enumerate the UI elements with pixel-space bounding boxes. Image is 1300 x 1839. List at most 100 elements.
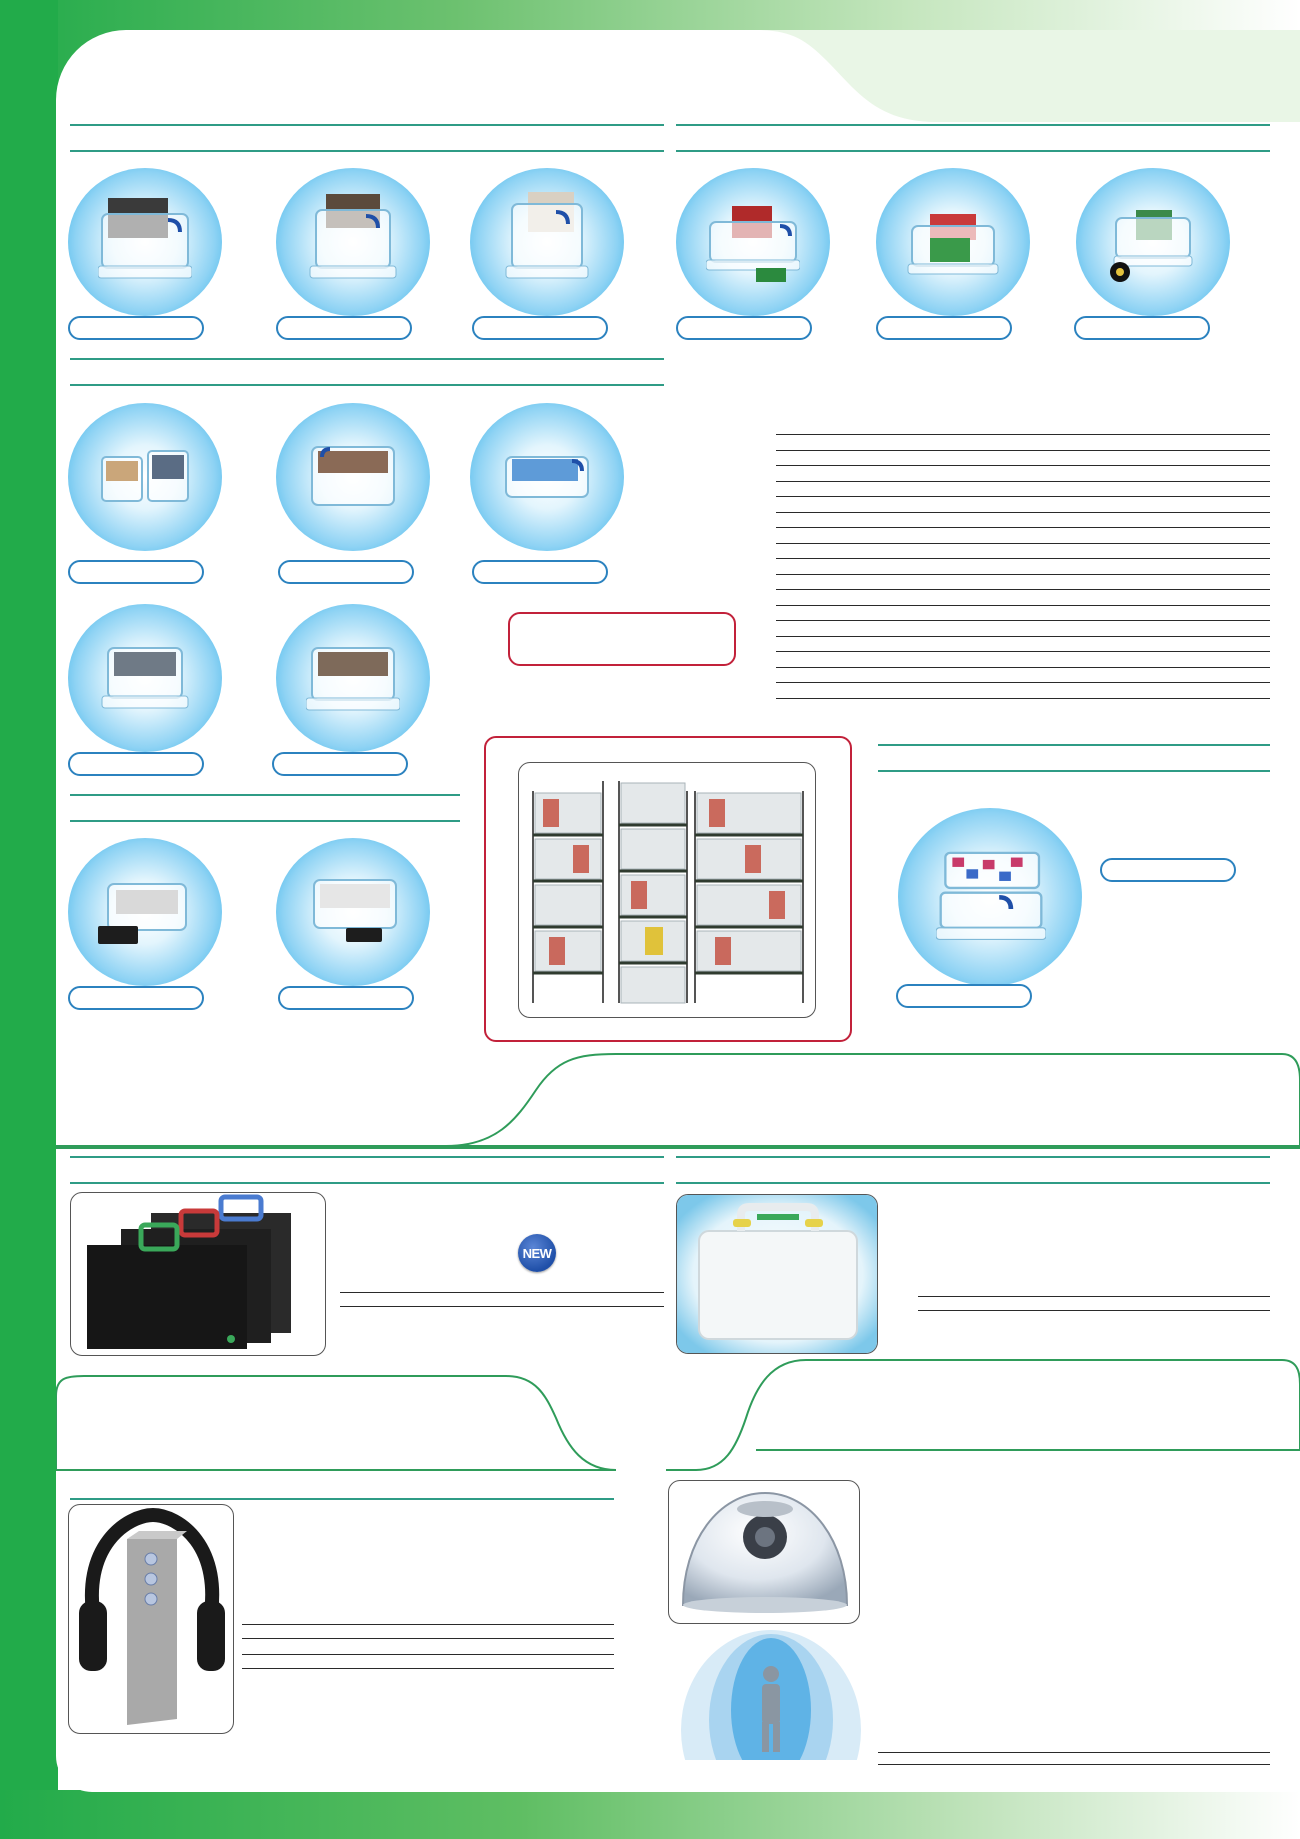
product-image-box (268, 596, 438, 756)
panel-shape (756, 30, 1300, 122)
product-code-pill (68, 316, 204, 340)
headphone-stand-icon (79, 1507, 225, 1725)
rule (70, 1498, 614, 1500)
rule (878, 770, 1270, 772)
spec-line (776, 465, 1270, 466)
spec-line (776, 543, 1270, 544)
storage-box-icon (98, 198, 192, 279)
storage-box-icon (101, 647, 189, 709)
shelving-unit-icon (532, 781, 804, 1004)
product-image-box (60, 395, 230, 555)
spec-line (340, 1292, 664, 1293)
storage-box-icon (306, 647, 400, 711)
section-banner-lower (56, 1359, 1300, 1471)
sound-dome-icon (681, 1491, 849, 1613)
product-image-box (268, 160, 438, 320)
rule (676, 150, 1270, 152)
carry-case-icon (677, 1195, 877, 1353)
footer-gradient-band (0, 1790, 1300, 1839)
feature-frame (484, 736, 852, 1042)
rule (676, 1182, 1270, 1184)
spec-line (776, 636, 1270, 637)
storage-box-icon (101, 450, 189, 502)
rule (70, 124, 664, 126)
spec-line (918, 1310, 1270, 1311)
spec-line (776, 605, 1270, 606)
section-banner (56, 1053, 1300, 1149)
callout-box (508, 612, 736, 666)
spec-line (242, 1624, 614, 1625)
product-code-pill (472, 560, 608, 584)
product-code-pill (676, 316, 812, 340)
spec-line (776, 481, 1270, 482)
product-image-box (268, 395, 438, 555)
rule (70, 384, 664, 386)
storage-box-icon (505, 192, 589, 279)
spec-line (878, 1752, 1270, 1753)
spec-line (776, 512, 1270, 513)
storage-box-icon (907, 214, 999, 275)
spec-line (776, 620, 1270, 621)
product-image-box (60, 160, 230, 320)
product-code-pill (272, 752, 408, 776)
spec-line (776, 496, 1270, 497)
rule (70, 794, 460, 796)
spec-line (776, 558, 1270, 559)
left-green-border (0, 0, 58, 1839)
headphone-stand-photo (68, 1504, 234, 1734)
spec-line (776, 682, 1270, 683)
storage-box-icon (98, 883, 187, 944)
product-code-pill (1100, 858, 1236, 882)
carry-case-icon (87, 1194, 291, 1349)
storage-box-icon (505, 456, 589, 498)
listener-diagram-icon (681, 1630, 861, 1760)
storage-box-icon (313, 879, 397, 942)
storage-box-icon (309, 194, 397, 279)
spec-line (776, 651, 1270, 652)
spec-line (776, 589, 1270, 590)
product-code-pill (278, 986, 414, 1010)
spec-line (776, 698, 1270, 699)
product-code-pill (472, 316, 608, 340)
product-code-pill (68, 560, 204, 584)
spec-line (776, 434, 1270, 435)
product-image-box (668, 160, 838, 320)
product-code-pill (68, 752, 204, 776)
spec-line (918, 1296, 1270, 1297)
rule (70, 150, 664, 152)
storage-box-icon (706, 206, 800, 282)
storage-box-icon (1110, 210, 1193, 282)
product-code-pill (876, 316, 1012, 340)
product-image-box (1068, 160, 1238, 320)
product-image-box (268, 830, 438, 990)
rule (70, 1182, 664, 1184)
spec-line (776, 527, 1270, 528)
product-code-pill (1074, 316, 1210, 340)
spec-line (340, 1306, 664, 1307)
rule (676, 1156, 1270, 1158)
product-code-pill (68, 986, 204, 1010)
spec-line (776, 667, 1270, 668)
product-image-box (462, 160, 632, 320)
spec-line (242, 1654, 614, 1655)
product-image-box (868, 160, 1038, 320)
spec-line (776, 450, 1270, 451)
shelving-photo (518, 762, 816, 1018)
rule (70, 1156, 664, 1158)
product-code-pill (896, 984, 1032, 1008)
spec-line (242, 1668, 614, 1669)
product-image-box (462, 395, 632, 555)
product-code-pill (276, 316, 412, 340)
storage-box-icon (936, 851, 1046, 941)
storage-box-icon (311, 446, 395, 506)
spec-line (878, 1764, 1270, 1765)
new-badge: NEW (518, 1234, 556, 1272)
rule (70, 358, 664, 360)
folder-case-photo (70, 1192, 326, 1356)
product-image-box (60, 830, 230, 990)
sound-dome-photo (668, 1480, 860, 1624)
product-code-pill (278, 560, 414, 584)
rule (878, 744, 1270, 746)
product-image-box (890, 800, 1090, 990)
product-image-box (60, 596, 230, 756)
